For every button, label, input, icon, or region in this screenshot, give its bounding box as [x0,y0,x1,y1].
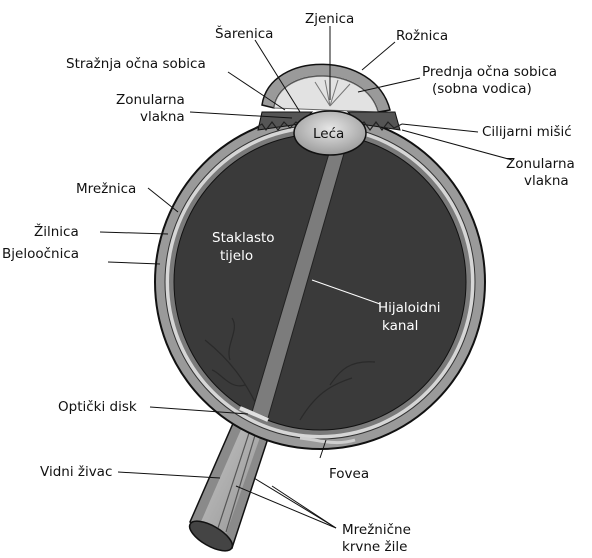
label-krvne-zile: krvne žile [342,539,407,555]
label-roznica: Rožnica [396,28,448,44]
label-sobna-vodica: (sobna vodica) [432,81,532,97]
label-hijaloidni: Hijaloidni [378,300,441,316]
label-zonularna-top-2: vlakna [140,109,185,125]
vitreous-body [174,134,466,430]
label-staklasto: Staklasto [212,230,275,246]
label-kanal: kanal [382,318,418,334]
label-mreznicne: Mrežnične [342,522,411,538]
label-prednja-ocna-sobica: Prednja očna sobica [422,64,557,80]
label-sarenica: Šarenica [215,24,273,42]
label-zjenica: Zjenica [305,11,354,27]
label-tijelo: tijelo [220,248,253,264]
label-zilnica: Žilnica [34,222,79,240]
label-zonularna-top-1: Zonularna [116,92,185,108]
label-zonularna-right-1: Zonularna [506,156,575,172]
label-fovea: Fovea [329,466,369,482]
label-leca: Leća [313,126,344,142]
label-cilijarni-misic: Cilijarni mišić [482,124,572,140]
label-mreznica: Mrežnica [76,181,136,197]
label-straznja-ocna-sobica: Stražnja očna sobica [66,56,206,72]
label-zonularna-right-2: vlakna [524,173,569,189]
label-bjeloocnica: Bjeloočnica [2,246,79,262]
label-vidni-zivac: Vidni živac [40,464,112,480]
label-opticki-disk: Optički disk [58,399,137,415]
